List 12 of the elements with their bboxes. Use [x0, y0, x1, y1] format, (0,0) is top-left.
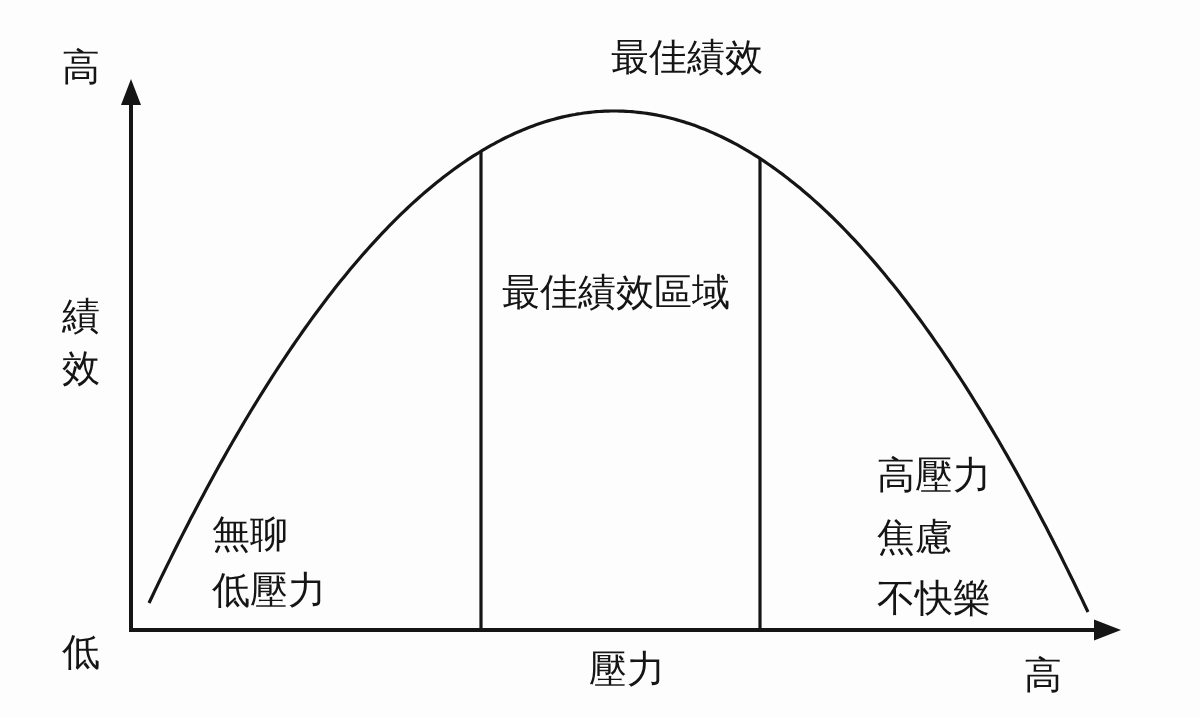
zone-label: 高壓力 — [877, 456, 991, 494]
zone-label: 最佳績效區域 — [502, 273, 730, 311]
zone-label: 低壓力 — [212, 571, 326, 609]
axis-title: 壓力 — [589, 650, 665, 688]
axis-title: 績效 — [62, 293, 100, 392]
axis-end-label: 高 — [1024, 656, 1062, 694]
zone-label: 焦慮 — [877, 518, 953, 556]
axis-end-label: 高 — [62, 48, 100, 86]
zone-label: 不快樂 — [877, 579, 991, 617]
zone-label: 無聊 — [212, 515, 288, 553]
axis-end-label: 低 — [62, 633, 100, 671]
chart-title: 最佳績效 — [611, 38, 763, 76]
